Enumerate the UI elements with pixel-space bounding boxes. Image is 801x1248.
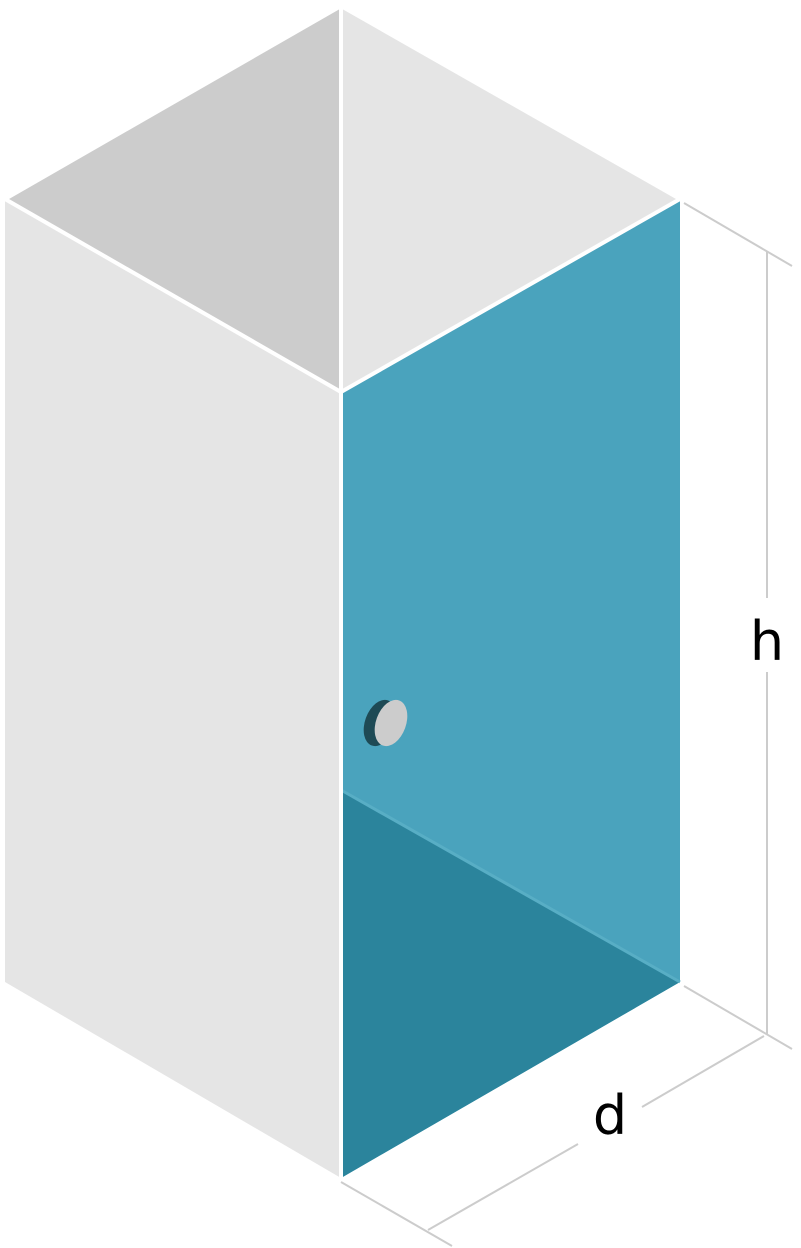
top-face-left [5,6,341,392]
height-ext-bottom [683,985,793,1050]
depth-line-lower [427,1143,579,1231]
depth-ext-left [340,1181,453,1247]
door-shadow [341,790,680,1178]
door-knob-icon [363,699,408,747]
height-dimension [683,202,793,1050]
depth-line-upper [641,1035,765,1108]
door-shadow-edge [340,788,681,984]
left-side-face [5,199,341,1178]
depth-label: d [593,1084,627,1147]
edge-top-right [339,4,682,201]
box-edges [3,4,682,1180]
door-knob-front [374,699,408,747]
height-label: h [750,610,784,673]
edge-top-diagonal-left [3,197,343,394]
top-face-right [341,6,680,392]
edge-top-diagonal-right [339,197,682,394]
height-ext-top [683,202,793,267]
depth-dimension [340,1035,765,1247]
edge-top-left [3,4,343,201]
